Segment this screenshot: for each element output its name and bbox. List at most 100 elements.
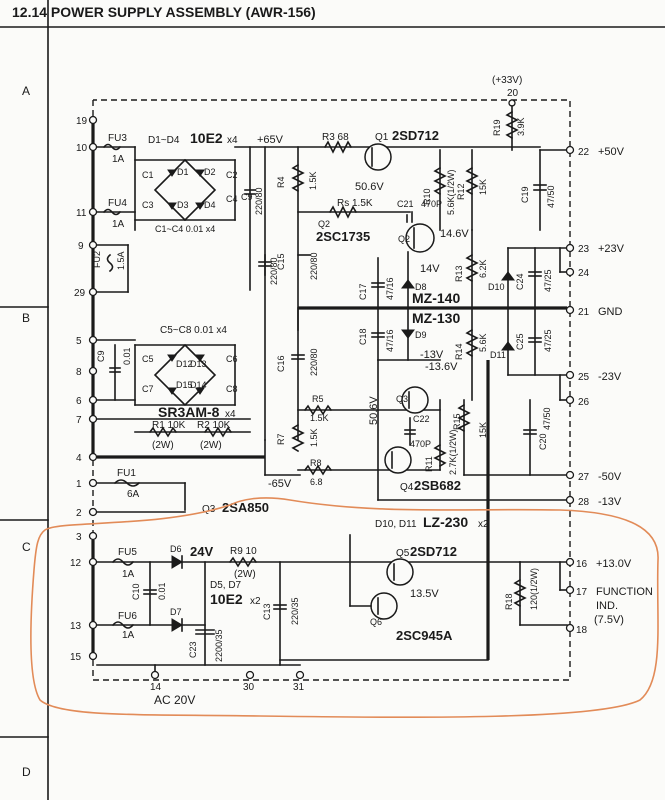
terminal-29: [88, 287, 98, 297]
label-v146: 14.6V: [440, 228, 469, 240]
label-vm13: -13V: [420, 349, 444, 361]
label-d10: D10: [488, 282, 505, 292]
label-r10: R10: [422, 188, 432, 205]
label-q4part: 2SB682: [414, 478, 461, 493]
terminal-9: [88, 240, 98, 250]
label-fu3: FU3: [108, 133, 127, 144]
label-r12: R12: [456, 183, 466, 200]
resistor-r12: [465, 166, 479, 196]
label-r7v: 1.5K: [309, 428, 319, 447]
zener-d8: [401, 279, 415, 289]
terminal-2: [88, 507, 98, 517]
resistor-r5: [303, 404, 333, 416]
terminal-26: [565, 395, 575, 405]
label-fu1: FU1: [117, 468, 136, 479]
label-q2part: 2SC1735: [316, 229, 370, 244]
label-v506b: 50.6V: [368, 396, 380, 425]
terminal-13: [88, 620, 98, 630]
resistor-r10: [433, 166, 447, 196]
label-c1c4: C1~C4 0.01 x4: [155, 224, 215, 234]
label-x4b: x4: [225, 409, 236, 420]
label-x2: x2: [478, 519, 489, 530]
terminal-1: [88, 478, 98, 488]
label-c15: C15: [276, 253, 286, 270]
label-t3: 3: [76, 532, 82, 543]
label-r5: R5: [312, 394, 324, 404]
terminal-7: [88, 414, 98, 424]
label-q3: Q3: [202, 504, 216, 515]
terminal-3: [88, 531, 98, 541]
terminal-12: [88, 557, 98, 567]
label-plus23: +23V: [598, 243, 625, 255]
label-c22: C22: [413, 414, 430, 424]
label-c21: C21: [397, 199, 414, 209]
label-d6: D6: [170, 544, 182, 554]
label-fu1v: 6A: [127, 489, 140, 500]
label-r14: R14: [454, 343, 464, 360]
page-title: 12.14 POWER SUPPLY ASSEMBLY (AWR-156): [12, 4, 316, 20]
label-v506: 50.6V: [355, 181, 384, 193]
label-gnd: GND: [598, 306, 623, 318]
label-q4: Q4: [400, 482, 414, 493]
transistor-q6: [370, 592, 398, 620]
label-r2: R2 10K: [197, 420, 231, 431]
resistor-rs: [328, 205, 358, 219]
label-d3: D3: [177, 200, 189, 210]
label-r14v: 5.6K: [478, 333, 488, 352]
label-q1part: 2SD712: [392, 128, 439, 143]
label-r11v: 2.7K(1/2W): [448, 429, 458, 475]
label-r4v: 1.5K: [308, 171, 318, 190]
fuse-fu2: [106, 253, 114, 273]
resistor-r15: [457, 403, 471, 433]
terminal-30: [245, 670, 255, 680]
label-r3: R3 68: [322, 132, 349, 143]
label-ac20: AC 20V: [154, 693, 195, 707]
label-plus13: +13.0V: [596, 558, 632, 570]
label-r19v: 3.9K: [516, 117, 526, 136]
label-c21v: 470P: [421, 199, 442, 209]
label-d13: D13: [190, 359, 207, 369]
label-minus50: -50V: [598, 471, 622, 483]
label-r10v: 5.6K(1/2W): [446, 169, 456, 215]
label-r19: R19: [492, 119, 502, 136]
grid-zone-a: A: [22, 84, 30, 98]
terminal-6: [88, 395, 98, 405]
terminal-27: [565, 470, 575, 480]
label-c25: C25: [515, 333, 525, 350]
label-t23: 23: [578, 244, 590, 255]
label-t4: 4: [76, 453, 82, 464]
zener-d9: [401, 329, 415, 339]
label-ind_v: (7.5V): [594, 614, 624, 626]
fuse-fu6: [111, 621, 135, 629]
label-ind: IND.: [596, 600, 618, 612]
label-fu5v: 1A: [122, 569, 135, 580]
label-d1d4: D1~D4: [148, 135, 180, 146]
label-c16: C16: [276, 355, 286, 372]
label-r4: R4: [276, 176, 286, 188]
label-r11: R11: [424, 456, 434, 472]
label-d14: D14: [190, 380, 207, 390]
label-r15: R15: [452, 413, 462, 430]
label-t28: 28: [578, 497, 590, 508]
fuse-fu5: [111, 558, 135, 566]
label-d15: D15: [176, 380, 193, 390]
zener-d11: [501, 341, 515, 351]
label-t5: 5: [76, 336, 82, 347]
diode-d7: [171, 618, 183, 632]
label-c9b: C9: [96, 350, 106, 362]
label-d10d11: D10, D11: [375, 519, 417, 530]
label-c10: C10: [131, 583, 141, 600]
label-r9w: (2W): [234, 569, 256, 580]
label-c20v: 47/50: [542, 407, 552, 430]
label-q1: Q1: [375, 132, 389, 143]
resistor-r14: [465, 328, 479, 358]
label-fu5: FU5: [118, 547, 137, 558]
label-rs: Rs 1.5K: [337, 198, 373, 209]
label-c4: C4: [226, 194, 238, 204]
label-fu6v: 1A: [122, 630, 135, 641]
grid-zone-d: D: [22, 765, 31, 779]
label-plus65: +65V: [257, 134, 284, 146]
label-plus33: (+33V): [492, 75, 522, 86]
label-minus65: -65V: [268, 478, 292, 490]
